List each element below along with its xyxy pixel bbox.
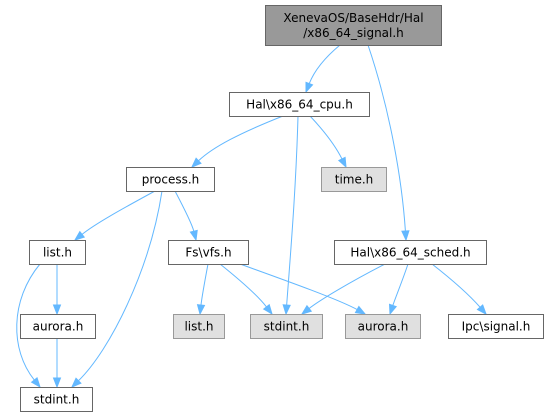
- edge-arrowhead: [30, 376, 41, 389]
- edge-arrowhead: [52, 377, 62, 389]
- edge-arrowhead: [401, 230, 410, 242]
- edge-arrowhead: [196, 304, 206, 316]
- edge-line: [174, 190, 195, 232]
- edge-line: [219, 263, 267, 308]
- node-label: XenevaOS/BaseHdr/Hal: [283, 11, 423, 25]
- node-box: [126, 167, 215, 192]
- node-label: time.h: [335, 173, 374, 187]
- edge-line: [81, 190, 156, 235]
- edge-line: [309, 115, 343, 160]
- edge-process-to-list1: [73, 190, 156, 241]
- edge-cpu-to-process: [191, 115, 284, 168]
- node-label: aurora.h: [358, 320, 409, 334]
- edge-line: [308, 263, 386, 309]
- edge-root-to-sched: [367, 44, 410, 242]
- edge-line: [198, 115, 284, 162]
- edge-arrowhead: [262, 303, 273, 316]
- node-time: time.h: [321, 167, 387, 192]
- node-box: [29, 240, 86, 265]
- node-list2: list.h: [173, 314, 225, 339]
- node-label: Fs\vfs.h: [185, 246, 231, 260]
- edge-sched-to-stdint_a: [300, 263, 386, 315]
- edge-arrowhead: [388, 303, 398, 316]
- node-label: aurora.h: [33, 320, 84, 334]
- node-box: [229, 92, 370, 117]
- node-root[interactable]: XenevaOS/BaseHdr/Hal/x86_64_signal.h: [265, 5, 442, 46]
- edge-list1-to-stdint_b: [16, 263, 41, 389]
- edge-arrowhead: [71, 377, 82, 388]
- edge-sched-to-aurora_a: [388, 263, 409, 316]
- node-label: Ipc\signal.h: [462, 320, 531, 334]
- edge-vfs-to-aurora_a: [239, 263, 367, 315]
- edge-arrowhead: [337, 156, 347, 169]
- edge-cpu-to-time: [309, 115, 347, 169]
- node-label: Hal\x86_64_cpu.h: [246, 98, 353, 112]
- edge-line: [200, 263, 209, 306]
- edge-line: [239, 263, 358, 311]
- edge-process-to-stdint_b: [71, 190, 163, 388]
- edge-aurora_b-to-stdint_b: [52, 338, 62, 389]
- edge-arrowhead: [305, 81, 314, 94]
- edge-line: [431, 263, 481, 308]
- node-sched[interactable]: Hal\x86_64_sched.h: [334, 240, 487, 265]
- node-cpu[interactable]: Hal\x86_64_cpu.h: [229, 92, 370, 117]
- node-box: [321, 167, 387, 192]
- edge-arrowhead: [191, 157, 202, 168]
- edge-vfs-to-stdint_a: [219, 263, 273, 316]
- node-label: list.h: [184, 320, 213, 334]
- node-box: [265, 5, 442, 46]
- node-aurora-a: aurora.h: [345, 314, 421, 339]
- edge-line: [16, 263, 41, 381]
- nodes-layer: XenevaOS/BaseHdr/Hal/x86_64_signal.hHal\…: [20, 5, 544, 412]
- edge-vfs-to-list2: [196, 263, 209, 316]
- edge-line: [286, 115, 299, 306]
- node-box: [173, 314, 225, 339]
- edge-arrowhead: [476, 304, 487, 316]
- edge-arrowhead: [189, 229, 198, 242]
- node-label: Hal\x86_64_sched.h: [350, 246, 470, 260]
- edge-line: [392, 263, 409, 306]
- edge-arrowhead: [282, 304, 291, 316]
- node-box: [250, 314, 323, 339]
- node-box: [20, 387, 93, 412]
- edge-list1-to-aurora_b: [52, 264, 62, 316]
- node-box: [20, 314, 96, 339]
- node-label: stdint.h: [34, 393, 80, 407]
- edge-root-to-cpu: [305, 44, 341, 94]
- node-box: [345, 314, 421, 339]
- node-ipc[interactable]: Ipc\signal.h: [448, 314, 544, 339]
- node-label: stdint.h: [264, 320, 310, 334]
- edge-cpu-to-stdint_a: [282, 115, 299, 316]
- edge-process-to-vfs: [174, 190, 198, 242]
- edge-sched-to-ipc: [431, 263, 487, 316]
- edge-arrowhead: [354, 305, 367, 315]
- node-vfs[interactable]: Fs\vfs.h: [168, 240, 249, 265]
- edge-arrowhead: [73, 230, 86, 241]
- node-box: [168, 240, 249, 265]
- node-stdint-a: stdint.h: [250, 314, 323, 339]
- node-process[interactable]: process.h: [126, 167, 215, 192]
- node-label: list.h: [43, 246, 72, 260]
- edge-arrowhead: [52, 304, 62, 316]
- edge-line: [308, 44, 341, 84]
- node-aurora-b[interactable]: aurora.h: [20, 314, 96, 339]
- edge-arrowhead: [300, 304, 313, 315]
- edge-line: [78, 190, 163, 382]
- node-box: [334, 240, 487, 265]
- node-label: process.h: [142, 173, 200, 187]
- node-label: /x86_64_signal.h: [303, 26, 404, 40]
- node-stdint-b[interactable]: stdint.h: [20, 387, 93, 412]
- edge-line: [367, 44, 406, 232]
- node-box: [448, 314, 544, 339]
- edges-layer: [16, 44, 487, 389]
- node-list1[interactable]: list.h: [29, 240, 86, 265]
